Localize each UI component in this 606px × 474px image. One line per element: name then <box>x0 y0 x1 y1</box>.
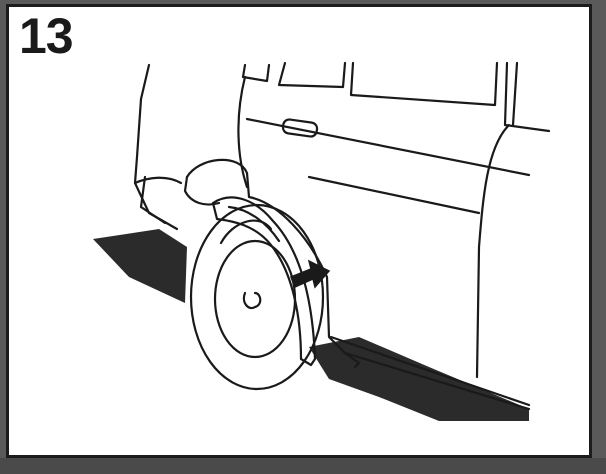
door-seam <box>475 123 511 379</box>
instruction-panel: 13 <box>6 4 592 458</box>
body-crease <box>245 117 531 177</box>
wheel-arch <box>183 175 221 206</box>
sill <box>329 335 531 407</box>
fender-flare <box>227 205 281 243</box>
fender-flare <box>211 196 317 367</box>
step-number: 13 <box>19 8 74 64</box>
wheel-hub <box>242 291 262 310</box>
car-body-outline <box>503 61 551 133</box>
car-shadow <box>93 229 187 303</box>
car-window <box>277 61 347 89</box>
rear-bumper <box>139 175 167 225</box>
panel-shadow <box>0 458 606 474</box>
wheel-rim <box>213 239 297 359</box>
arrow-right-icon <box>290 259 331 289</box>
vehicle-illustration <box>93 61 551 421</box>
door-handle <box>281 118 319 138</box>
body-crease <box>307 175 481 215</box>
car-window <box>349 61 499 107</box>
car-body-outline <box>133 176 183 185</box>
door-seam <box>237 75 249 189</box>
car-body-outline <box>511 61 519 127</box>
car-body-outline <box>241 63 271 83</box>
sill <box>343 351 361 369</box>
